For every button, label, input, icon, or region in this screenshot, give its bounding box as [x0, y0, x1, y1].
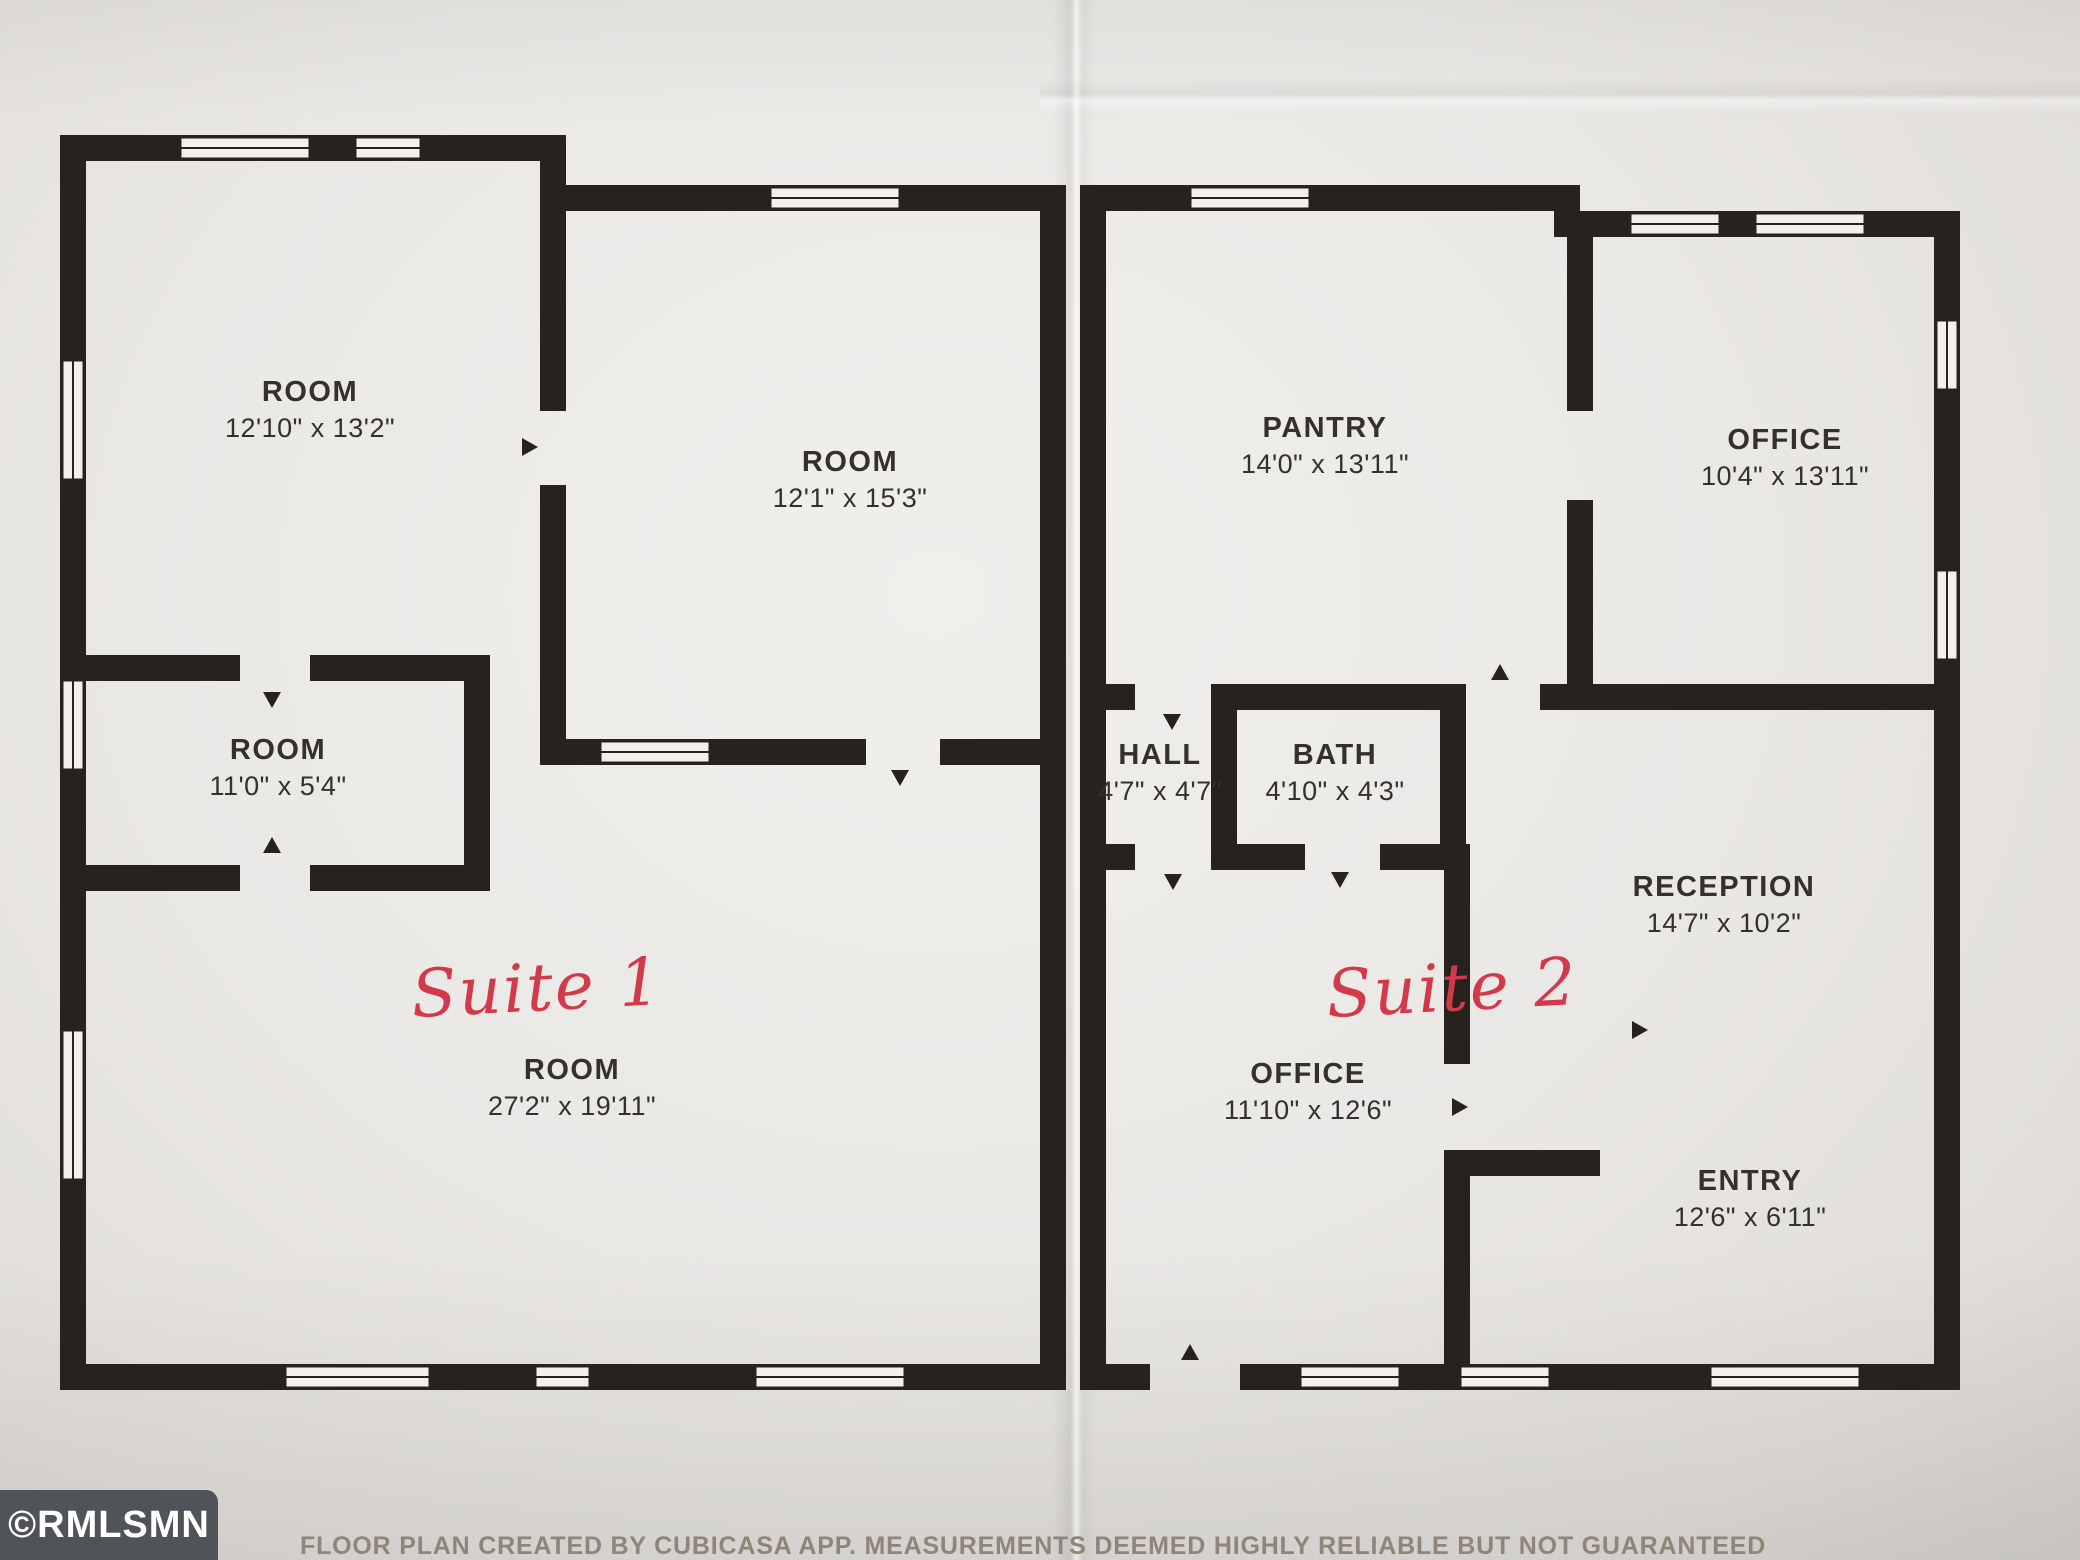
floor-plan-caption: FLOOR PLAN CREATED BY CUBICASA APP. MEAS…: [300, 1532, 1767, 1560]
room-dims: 11'0" x 5'4": [209, 771, 347, 801]
room-label-pantry: PANTRY 14'0" x 13'11": [1241, 412, 1409, 480]
watermark-badge: ©RMLSMN: [0, 1490, 218, 1560]
paper-fold-crease-top: [1040, 78, 2080, 114]
room-dims: 12'1" x 15'3": [772, 483, 928, 513]
room-label-office-2: OFFICE 11'10" x 12'6": [1224, 1058, 1392, 1126]
room-dims: 11'10" x 12'6": [1223, 1095, 1393, 1125]
room-label-room-2: ROOM 12'1" x 15'3": [773, 446, 928, 514]
room-name: ROOM: [229, 734, 327, 766]
room-label-reception: RECEPTION 14'7" x 10'2": [1633, 871, 1816, 939]
room-label-entry: ENTRY 12'6" x 6'11": [1674, 1165, 1827, 1233]
room-label-hall: HALL 4'7" x 4'7": [1098, 739, 1222, 807]
room-dims: 12'6" x 6'11": [1673, 1202, 1827, 1232]
room-label-office-1: OFFICE 10'4" x 13'11": [1701, 424, 1869, 492]
room-dims: 14'0" x 13'11": [1240, 449, 1410, 479]
room-dims: 4'7" x 4'7": [1098, 776, 1222, 806]
room-label-room-4: ROOM 27'2" x 19'11": [488, 1054, 656, 1122]
room-name: HALL: [1118, 739, 1202, 771]
suite-1-handwritten-label: Suite 1: [409, 942, 665, 1034]
room-name: OFFICE: [1727, 424, 1843, 456]
room-name: BATH: [1292, 739, 1378, 771]
room-name: RECEPTION: [1632, 871, 1816, 903]
room-label-room-3: ROOM 11'0" x 5'4": [209, 734, 346, 802]
room-dims: 10'4" x 13'11": [1700, 461, 1870, 491]
room-dims: 27'2" x 19'11": [487, 1091, 657, 1121]
room-name: ROOM: [261, 376, 359, 408]
suite-2-handwritten-label: Suite 2: [1324, 942, 1580, 1034]
room-dims: 4'10" x 4'3": [1265, 776, 1405, 806]
room-label-bath: BATH 4'10" x 4'3": [1265, 739, 1404, 807]
door-arrows: [263, 438, 1648, 1360]
room-dims: 14'7" x 10'2": [1646, 908, 1802, 938]
room-name: OFFICE: [1250, 1058, 1366, 1090]
room-name: PANTRY: [1262, 412, 1388, 444]
room-label-room-1: ROOM 12'10" x 13'2": [225, 376, 395, 444]
room-dims: 12'10" x 13'2": [224, 413, 396, 443]
room-name: ENTRY: [1697, 1165, 1803, 1197]
room-name: ROOM: [523, 1054, 621, 1086]
window-markers: [60, 135, 1960, 1390]
watermark-text: ©RMLSMN: [8, 1503, 210, 1546]
room-name: ROOM: [801, 446, 899, 478]
